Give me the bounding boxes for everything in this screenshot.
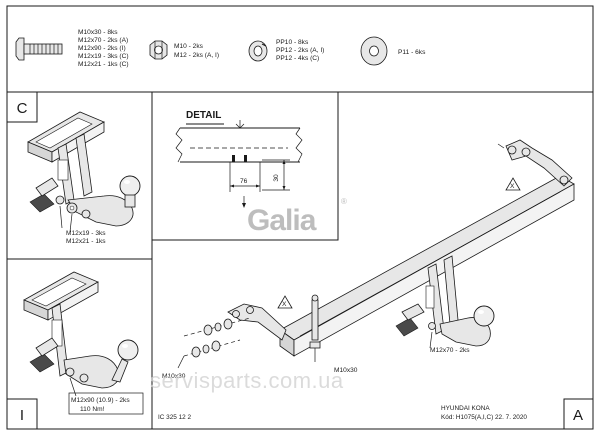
- flat-washer-icon: [360, 36, 388, 66]
- footer-drawing-code: IC 325 12 2: [158, 414, 191, 421]
- bolt-spec-4: M12x19 - 3ks (C): [78, 53, 129, 60]
- view-c-letter-box: [6, 91, 38, 123]
- warning-mark-right: X: [510, 183, 515, 190]
- spring-washer-icon: [248, 40, 268, 62]
- footer-vehicle: HYUNDAI KONA: [441, 405, 490, 412]
- registered-mark: ®: [341, 197, 347, 206]
- main-view-letter: A: [573, 407, 583, 424]
- view-i-letter-box: [6, 398, 38, 430]
- main-callout-bolt-a: M12x70 - 2ks: [430, 347, 470, 354]
- view-i-torque-box: [68, 392, 144, 415]
- spring-washer-spec-1: PP10 - 8ks: [276, 39, 309, 46]
- nut-spec-2: M12 - 2ks (A, I): [174, 52, 219, 59]
- spring-washer-spec-2: PP12 - 2ks (A, I): [276, 47, 324, 54]
- detail-title: DETAIL: [186, 110, 221, 121]
- bolt-icon: [15, 37, 63, 61]
- flat-washer-spec: P11 - 6ks: [398, 49, 426, 56]
- view-c-bracket-drawing: [27, 111, 141, 233]
- main-callout-m10-left: M10x30: [162, 373, 186, 380]
- view-i-callout-1: M12x90 (10.9) - 2ks: [71, 397, 130, 404]
- view-c-callout-2: M12x21 - 1ks: [66, 238, 106, 245]
- view-c-callout-1: M12x19 - 3ks: [66, 230, 106, 237]
- footer-part-code: Kód: H1075(A,I,C) 22. 7. 2020: [441, 414, 527, 421]
- view-i-hitch-drawing: [23, 271, 139, 397]
- view-i-torque: 110 Nm!: [80, 406, 105, 413]
- main-view-letter-box: [563, 398, 594, 430]
- bolt-spec-5: M12x21 - 1ks (C): [78, 61, 129, 68]
- bolt-spec-2: M12x70 - 2ks (A): [78, 37, 128, 44]
- watermark: servisparts.com.ua: [150, 368, 344, 393]
- view-c-letter: C: [17, 100, 28, 117]
- spring-washer-spec-3: PP12 - 4ks (C): [276, 55, 319, 62]
- main-towbar-beam-drawing: [177, 139, 575, 369]
- hex-nut-icon: [149, 40, 168, 60]
- detail-box-border: [152, 92, 339, 241]
- bolt-spec-3: M12x90 - 2ks (I): [78, 45, 126, 52]
- detail-dimension-vertical: 30: [273, 174, 280, 182]
- nut-spec-1: M10 - 2ks: [174, 43, 204, 50]
- drawing-border: [6, 5, 594, 430]
- manufacturer-logo: Galia: [247, 204, 317, 237]
- detail-dimension-horizontal: 76: [240, 178, 248, 185]
- bolt-spec-1: M10x30 - 8ks: [78, 29, 118, 36]
- main-callout-m10-bottom: M10x30: [334, 367, 358, 374]
- detail-section-drawing: [175, 120, 303, 208]
- view-i-letter: I: [20, 407, 24, 424]
- warning-mark-left: X: [282, 301, 287, 308]
